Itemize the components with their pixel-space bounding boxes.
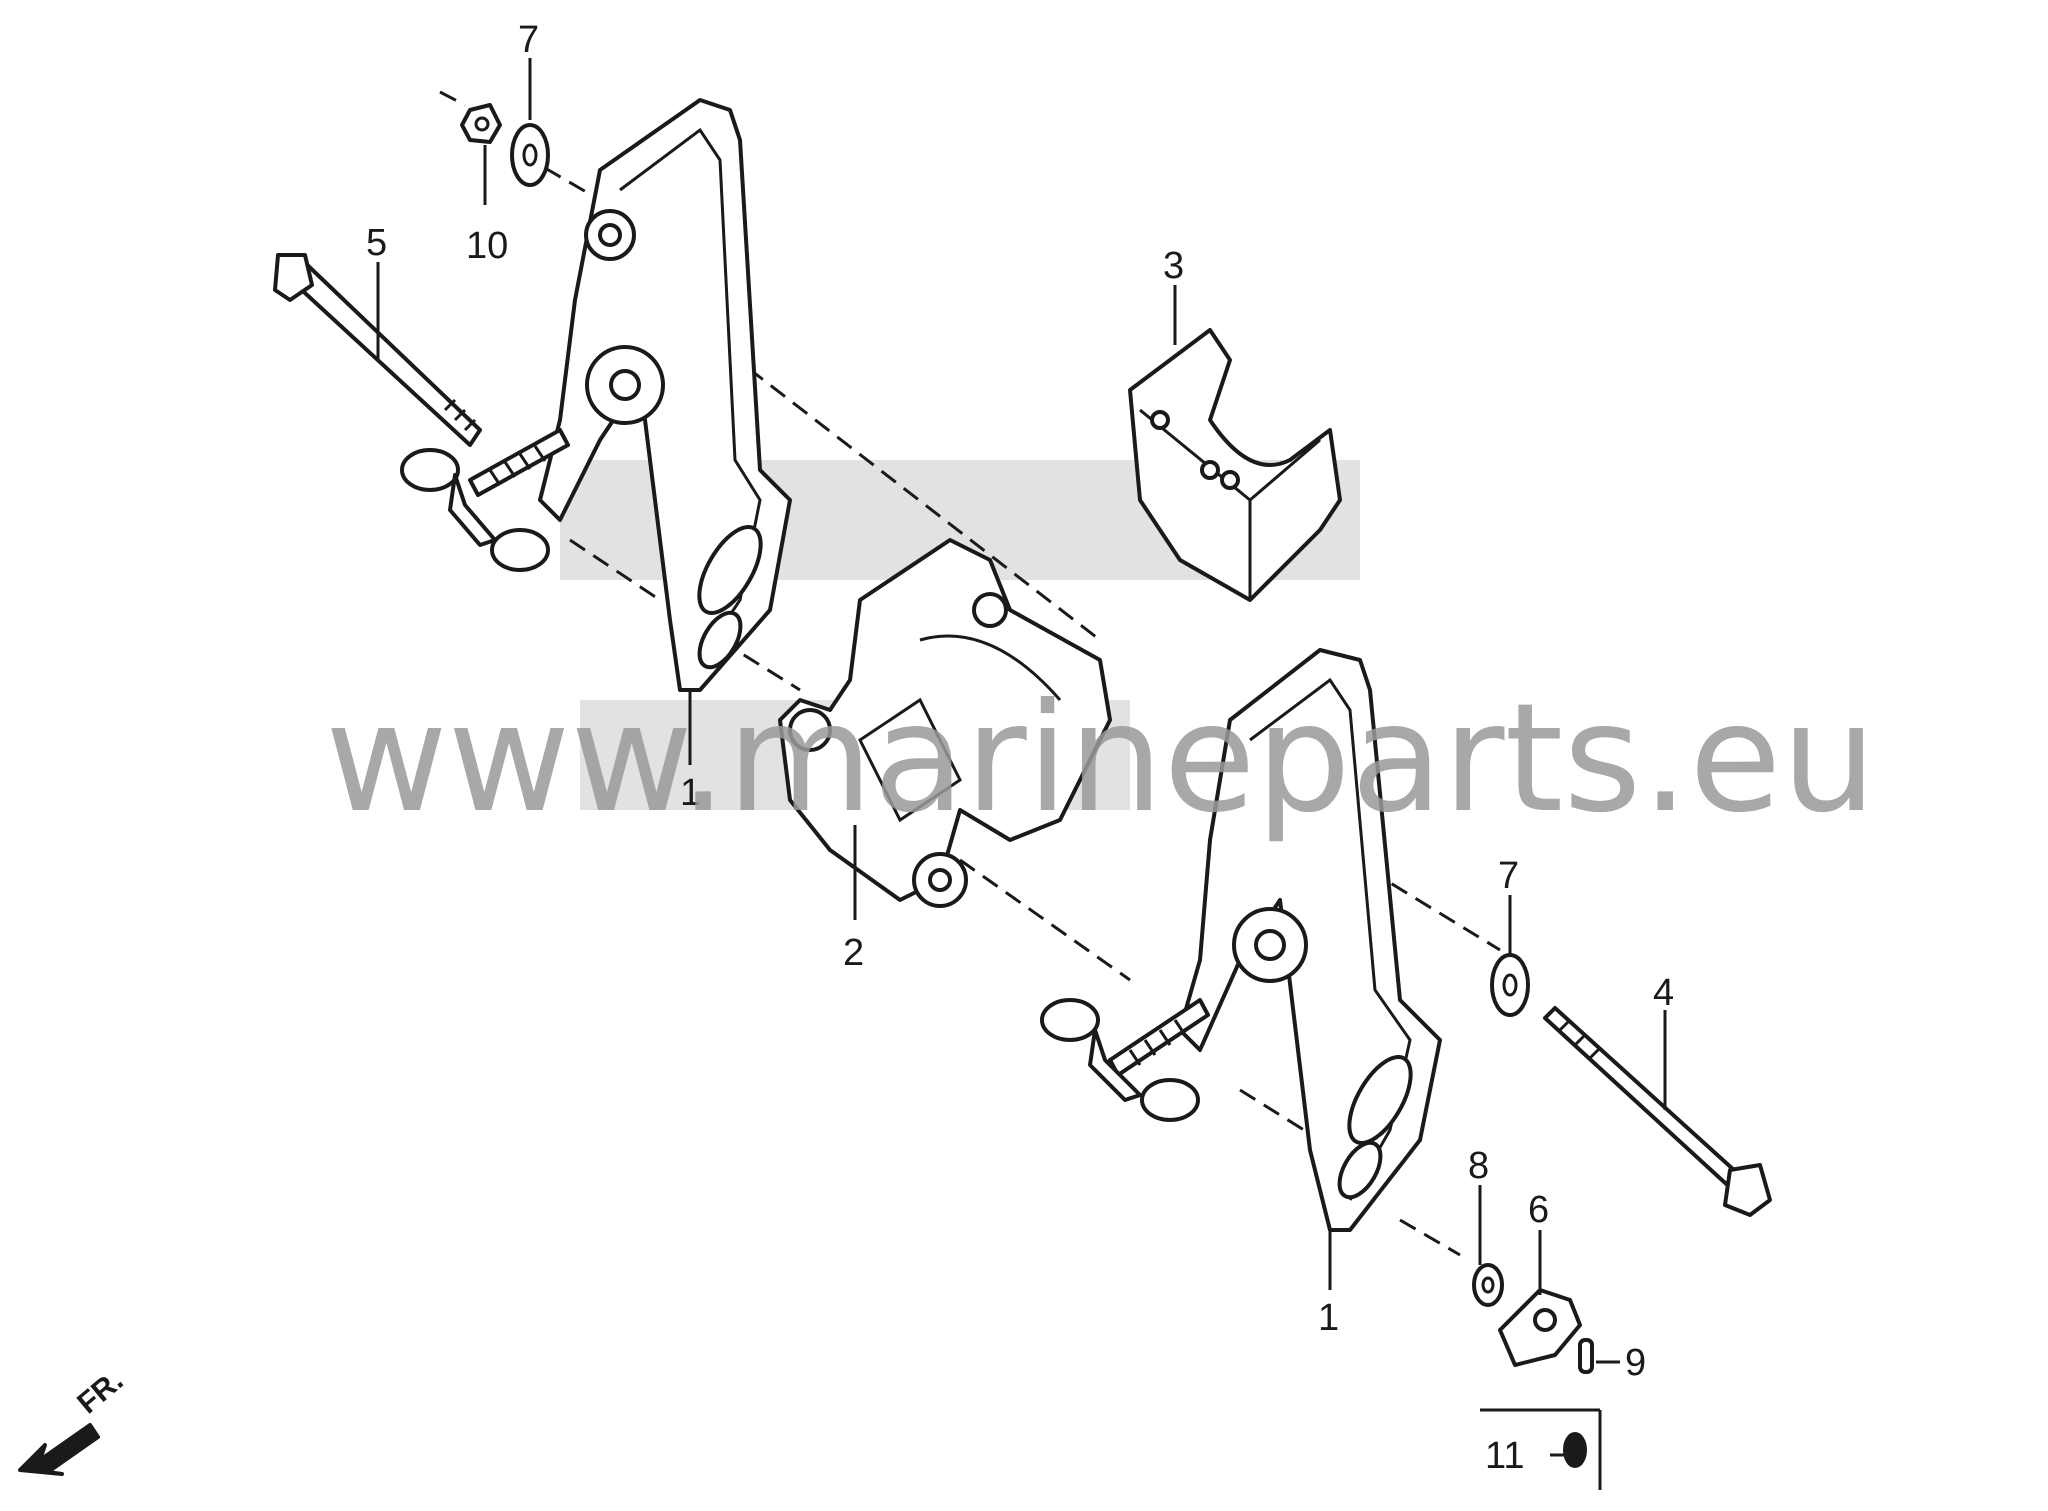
callout-6: 6 <box>1528 1189 1549 1231</box>
callout-2: 2 <box>843 932 864 974</box>
callout-4: 4 <box>1653 972 1674 1014</box>
callout-8: 8 <box>1468 1145 1489 1187</box>
small-washer <box>1472 1263 1504 1307</box>
callout-7-lower: 7 <box>1498 855 1519 897</box>
stern-bracket-lower <box>1040 648 1442 1232</box>
bolt-lower <box>1543 1006 1772 1217</box>
callout-10: 10 <box>466 225 508 267</box>
washer-lower <box>1490 953 1530 1017</box>
callout-3: 3 <box>1163 245 1184 287</box>
callout-5: 5 <box>366 222 387 264</box>
callout-labels: 7 10 5 3 1 2 7 4 8 6 1 9 11 <box>366 19 1674 1477</box>
thrust-block <box>1128 328 1342 602</box>
watermark-text: www.marineparts.eu <box>325 672 1877 846</box>
front-marker-label: FR. <box>71 1364 129 1420</box>
callout-1-lower: 1 <box>1318 1297 1339 1339</box>
washer-upper <box>510 123 550 187</box>
wing-nut <box>1498 1288 1582 1367</box>
stern-bracket-upper <box>400 98 792 692</box>
nut <box>460 103 502 144</box>
bolt-upper <box>273 253 482 447</box>
pin <box>1578 1338 1594 1374</box>
callout-11: 11 <box>1485 1435 1524 1477</box>
front-direction-arrow: FR. <box>18 1364 130 1476</box>
callout-7-upper: 7 <box>518 19 539 61</box>
callout-9: 9 <box>1625 1342 1646 1384</box>
leader-lines <box>376 58 1667 1457</box>
swivel-case <box>778 538 1112 908</box>
reference-box <box>1480 1408 1602 1490</box>
callout-1-upper: 1 <box>680 772 701 814</box>
